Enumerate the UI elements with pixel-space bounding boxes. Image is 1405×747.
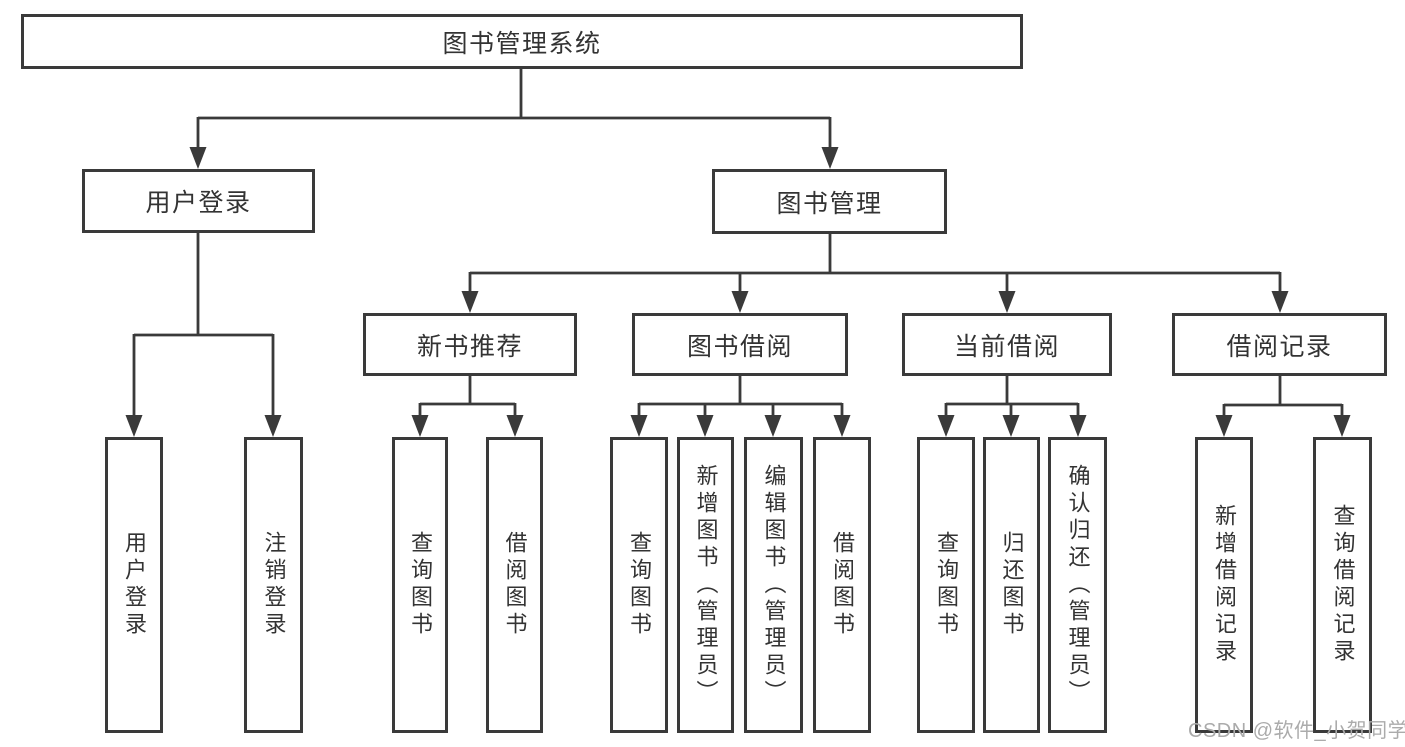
leaf-label: 归还图书: [999, 531, 1025, 639]
leaf-add-borrow-record: 新增借阅记录: [1195, 437, 1253, 733]
leaf-query-borrow-record: 查询借阅记录: [1313, 437, 1372, 733]
leaf-label: 查询图书: [627, 531, 652, 639]
node-label: 图书管理系统: [442, 29, 602, 58]
leaf-borrow-books-borrowing: 借阅图书: [813, 437, 871, 733]
node-book-management: 图书管理: [712, 169, 947, 234]
csdn-watermark: CSDN @软件_小贺同学: [1188, 720, 1405, 742]
leaf-label: 查询图书: [934, 531, 959, 639]
node-library-management-system: 图书管理系统: [21, 14, 1023, 69]
leaf-return-books: 归还图书: [983, 437, 1040, 733]
node-label: 新书推荐: [416, 332, 523, 361]
leaf-query-books-recommend: 查询图书: [392, 437, 448, 733]
node-label: 用户登录: [145, 189, 252, 217]
node-new-book-recommendation: 新书推荐: [363, 313, 577, 376]
leaf-label: 新增借阅记录: [1212, 504, 1237, 666]
leaf-label: 确认归还（管理员）: [1065, 463, 1091, 707]
node-label: 借阅记录: [1226, 332, 1333, 361]
leaf-query-books-borrowing: 查询图书: [610, 437, 668, 733]
leaf-label: 借阅图书: [502, 531, 528, 639]
leaf-label: 用户登录: [122, 531, 147, 639]
leaf-label: 查询图书: [408, 531, 433, 639]
leaf-label: 注销登录: [261, 531, 287, 639]
node-borrowing-records: 借阅记录: [1172, 313, 1387, 376]
connector-paths: [132, 69, 1344, 417]
leaf-confirm-return-admin: 确认归还（管理员）: [1048, 437, 1107, 733]
leaf-label: 查询借阅记录: [1330, 504, 1356, 666]
leaf-edit-book-admin: 编辑图书（管理员）: [744, 437, 803, 733]
node-book-borrowing: 图书借阅: [632, 313, 848, 376]
leaf-user-login: 用户登录: [105, 437, 163, 733]
node-label: 当前借阅: [953, 332, 1060, 361]
leaf-add-book-admin: 新增图书（管理员）: [677, 437, 734, 733]
leaf-logout: 注销登录: [244, 437, 303, 733]
node-current-borrowing: 当前借阅: [902, 313, 1112, 376]
leaf-label: 借阅图书: [830, 531, 855, 639]
leaf-borrow-books-recommend: 借阅图书: [486, 437, 543, 733]
leaf-label: 新增图书（管理员）: [693, 463, 719, 707]
node-label: 图书管理: [776, 189, 883, 218]
node-user-login: 用户登录: [82, 169, 315, 233]
node-label: 图书借阅: [686, 332, 793, 361]
leaf-query-books-current: 查询图书: [917, 437, 975, 733]
leaf-label: 编辑图书（管理员）: [761, 463, 787, 707]
arrowhead-icons: [125, 147, 1351, 437]
